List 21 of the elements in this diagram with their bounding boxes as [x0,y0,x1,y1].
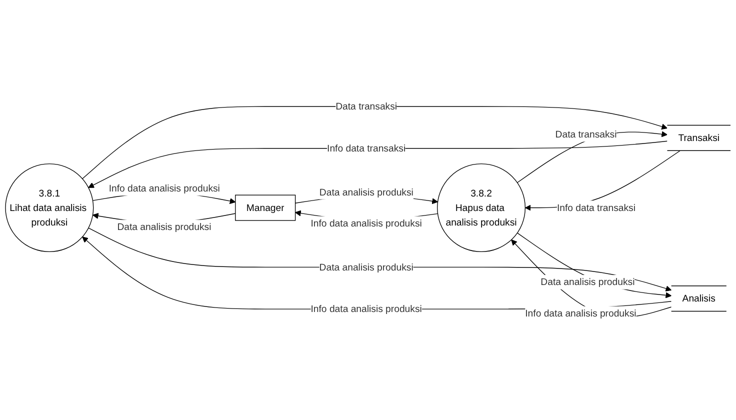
edge-label: Info data transaksi [327,142,406,154]
arrow [516,232,672,298]
edge-label: Data analisis produksi [117,221,212,232]
edge-label: Data analisis produksi [540,276,635,288]
edge-label: Data analisis produksi [319,261,414,272]
node-box: Manager [235,194,296,221]
arrow [88,140,668,188]
edge-label: Data transaksi [336,100,398,112]
node-box: Analisis [670,286,727,312]
edge-label: Info data transaksi [556,202,636,213]
edge-label: Data transaksi [555,128,617,140]
arrow [82,106,668,180]
edge-label: Info data analisis produksi [310,303,422,314]
node-circle: 3.8.1 Lihat data analisis produksi [5,164,94,252]
arrow [88,228,672,292]
arrow [511,240,672,318]
edge-label: Info data analisis produksi [108,182,220,194]
edge-label: Info data analisis produksi [310,218,422,229]
node-circle: 3.8.2 Hapus data analisis produksi [436,164,526,252]
edge-label: Data analisis produksi [319,186,414,198]
edge-label: Info data analisis produksi [525,308,636,319]
